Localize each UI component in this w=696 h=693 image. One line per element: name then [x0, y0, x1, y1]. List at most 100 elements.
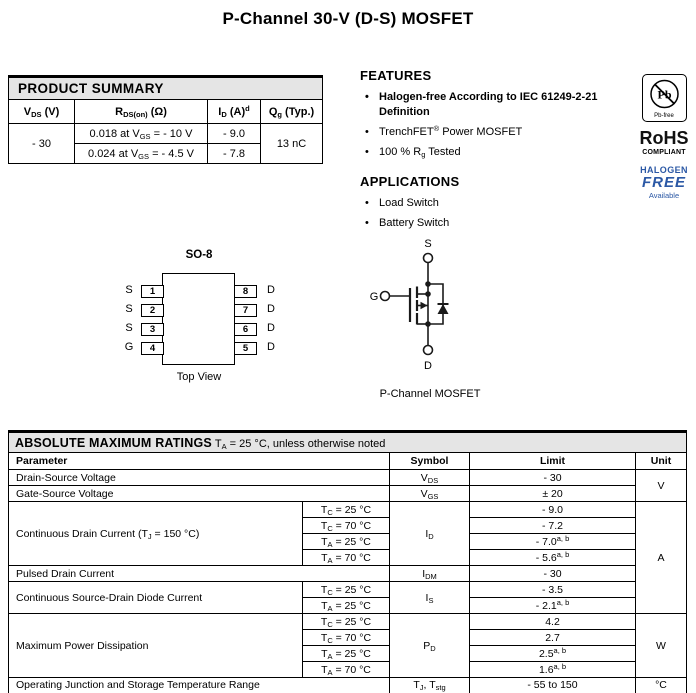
limit-cell: 4.2 — [469, 613, 636, 630]
condition-cell: TA = 25 °C — [302, 533, 390, 550]
list-item: TrenchFET® Power MOSFET — [360, 124, 632, 140]
id-cell: - 9.0 — [207, 123, 261, 144]
available-label: Available — [648, 190, 680, 200]
table-row: Continuous Source-Drain Diode Current TC… — [8, 581, 687, 614]
limit-cell: - 2.1a, b — [469, 597, 636, 614]
pin-label: G — [124, 341, 134, 353]
table-row: Operating Junction and Storage Temperatu… — [8, 677, 688, 693]
product-summary-title: PRODUCT SUMMARY — [8, 76, 323, 100]
unit-cell: A — [634, 501, 688, 614]
symbol-cell: IS — [389, 581, 470, 614]
table-row: Gate-Source Voltage VGS ± 20 — [8, 485, 687, 502]
limit-cell: - 3.5 — [469, 581, 636, 598]
applications-heading: APPLICATIONS — [360, 174, 460, 190]
pin-box: 2 — [141, 304, 164, 317]
unit-cell: °C — [634, 677, 688, 693]
package-name: SO-8 — [185, 249, 213, 261]
pin-label: S — [125, 284, 133, 296]
table-row: Continuous Drain Current (TJ = 150 °C) T… — [8, 501, 688, 614]
features-list: Halogen-free According to IEC 61249-2-21… — [360, 90, 632, 159]
gate-terminal-label: G — [370, 291, 379, 303]
condition-cell: TC = 70 °C — [302, 629, 390, 646]
ratings-title: ABSOLUTE MAXIMUM RATINGS TA = 25 °C, unl… — [7, 431, 688, 453]
limit-cell: 2.7 — [469, 629, 636, 646]
condition-cell: TC = 25 °C — [302, 581, 390, 598]
pin-label: D — [267, 322, 275, 334]
mosfet-schematic: S G D — [370, 238, 449, 372]
limit-cell: 2.5a, b — [469, 645, 636, 662]
vds-value-cell: - 30 — [8, 123, 75, 164]
symbol-cell: IDM — [389, 565, 470, 582]
col-header-parameter: Parameter — [8, 452, 390, 470]
col-header-vds: VDS (V) — [8, 99, 75, 124]
condition-cell: TA = 70 °C — [302, 661, 390, 678]
package-caption: Top View — [176, 371, 222, 383]
ratings-title-text: ABSOLUTE MAXIMUM RATINGS — [15, 435, 212, 450]
table-row: Drain-Source Voltage VDS - 30 V — [8, 469, 688, 502]
rohs-label: RoHS — [639, 128, 689, 148]
pin-label: D — [267, 284, 275, 296]
applications-list: Load Switch Battery Switch — [360, 196, 632, 231]
limit-cell: - 55 to 150 — [469, 677, 636, 693]
pin-box: 4 — [141, 342, 164, 355]
so8-package-diagram: SO-8 S S S G 1 2 3 4 8 7 6 5 D D D D Top… — [118, 245, 282, 387]
body-diode-icon — [437, 304, 449, 314]
limit-cell: 1.6a, b — [469, 661, 636, 678]
source-terminal-label: S — [424, 238, 431, 250]
col-header-unit: Unit — [634, 452, 688, 470]
symbol-cell: VGS — [389, 485, 470, 502]
page-title: P-Channel 30-V (D-S) MOSFET — [222, 9, 474, 28]
unit-cell: V — [634, 469, 688, 502]
product-summary-table: PRODUCT SUMMARY VDS (V) RDS(on) (Ω) ID (… — [8, 75, 323, 164]
limit-cell: - 7.0a, b — [469, 533, 636, 550]
features-section: FEATURES Halogen-free According to IEC 6… — [360, 68, 632, 236]
pin-box: 8 — [234, 285, 257, 298]
condition-cell: TA = 70 °C — [302, 549, 390, 566]
pb-free-label: Pb-free — [654, 113, 674, 119]
param-cell: Continuous Drain Current (TJ = 150 °C) — [8, 501, 303, 566]
limit-cell: - 9.0 — [469, 501, 636, 518]
table-header-row: VDS (V) RDS(on) (Ω) ID (A)d Qg (Typ.) — [8, 99, 323, 124]
table-row: TA = 70 °C 1.6a, b — [9, 661, 687, 678]
param-cell: Pulsed Drain Current — [8, 565, 390, 582]
unit-cell: W — [634, 613, 688, 678]
limit-cell: - 7.2 — [469, 517, 636, 534]
condition-cell: TA = 25 °C — [302, 645, 390, 662]
param-cell: Continuous Source-Drain Diode Current — [8, 581, 303, 614]
pin-box: 3 — [141, 323, 164, 336]
schematic-caption: P-Channel MOSFET — [379, 388, 481, 400]
symbol-cell: VDS — [389, 469, 470, 486]
limit-cell: - 30 — [469, 565, 636, 582]
table-row: Pulsed Drain Current IDM - 30 — [8, 565, 687, 582]
pin-box: 6 — [234, 323, 257, 336]
table-row: Maximum Power Dissipation TC = 25 °C PD … — [8, 613, 688, 678]
pin-box: 1 — [141, 285, 164, 298]
pb-free-icon: Pb Pb-free — [641, 74, 687, 122]
param-cell: Gate-Source Voltage — [8, 485, 390, 502]
list-item: Battery Switch — [360, 216, 632, 231]
condition-cell: TA = 25 °C — [302, 597, 390, 614]
col-header-symbol: Symbol — [389, 452, 470, 470]
param-cell: Drain-Source Voltage — [8, 469, 390, 486]
limit-cell: ± 20 — [469, 485, 636, 502]
symbol-cell: ID — [389, 501, 470, 566]
table-row: TA = 25 °C - 7.0a, b — [9, 533, 687, 550]
symbol-cell: PD — [389, 613, 470, 678]
pin-box: 7 — [234, 304, 257, 317]
list-item: 100 % Rg Tested — [360, 145, 632, 160]
qg-cell: 13 nC — [260, 123, 323, 164]
condition-cell: TC = 70 °C — [302, 517, 390, 534]
table-title-row: ABSOLUTE MAXIMUM RATINGS TA = 25 °C, unl… — [7, 431, 688, 453]
features-heading: FEATURES — [360, 68, 432, 83]
col-header-id: ID (A)d — [207, 99, 261, 124]
package-body — [162, 273, 235, 365]
table-row: TC = 70 °C - 7.2 — [9, 517, 687, 534]
pin-label: D — [267, 303, 275, 315]
id-cell: - 7.8 — [207, 143, 261, 164]
condition-cell: TC = 25 °C — [302, 613, 390, 630]
rdson-cell: 0.018 at VGS = - 10 V — [74, 123, 208, 144]
ratings-title-note: TA = 25 °C, unless otherwise noted — [214, 437, 386, 451]
free-label: FREE — [641, 174, 686, 191]
table-row: - 30 0.018 at VGS = - 10 V - 9.0 13 nC — [8, 123, 323, 164]
